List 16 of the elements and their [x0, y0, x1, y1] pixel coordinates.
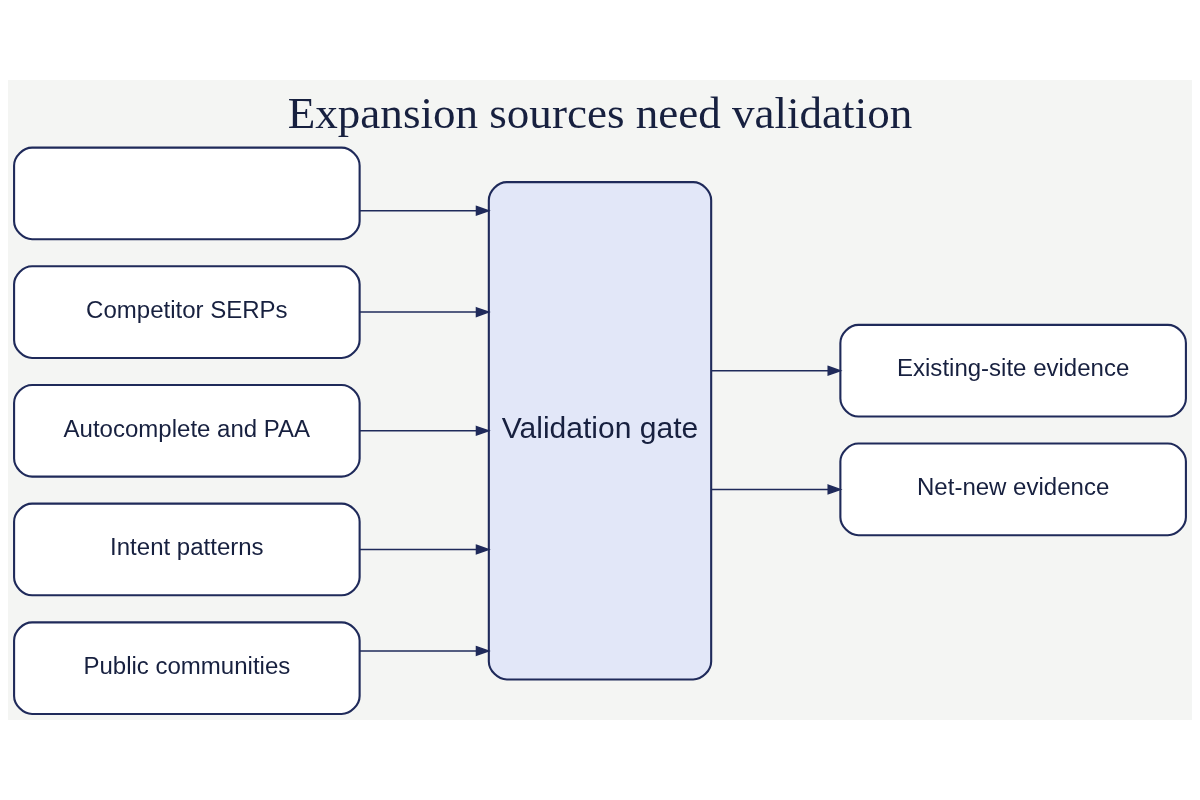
node-box: Autocomplete and PAA [13, 383, 361, 478]
node-box: Existing-site evidence [839, 323, 1187, 418]
arrow [710, 484, 843, 495]
node-box [13, 146, 361, 241]
arrow [710, 365, 843, 376]
node-box: Validation gate [487, 181, 713, 681]
node-box: Net-new evidence [839, 442, 1187, 537]
node-box: Competitor SERPs [13, 265, 361, 359]
arrow [358, 645, 491, 657]
diagram-title: Expansion sources need validation [287, 88, 913, 139]
arrow [358, 425, 491, 437]
arrow [358, 205, 491, 216]
arrow [358, 306, 491, 318]
node-box: Intent patterns [13, 502, 361, 597]
node-box: Public communities [13, 621, 361, 716]
arrow [358, 544, 491, 555]
